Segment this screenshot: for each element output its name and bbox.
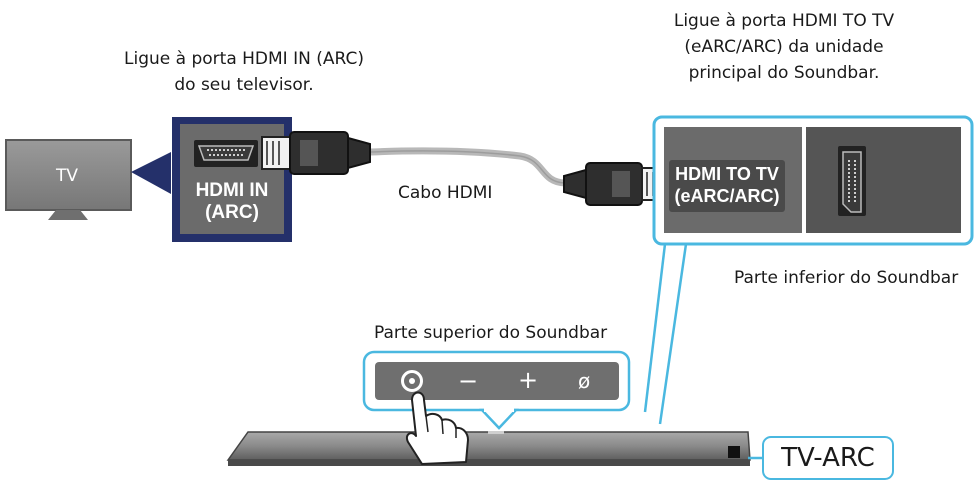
leader-line-bottom [643, 243, 667, 413]
tv-label: TV [56, 166, 79, 186]
volume-up-button[interactable]: + [518, 366, 539, 394]
soundbar-port-label-line2: (eARC/ARC) [674, 186, 780, 206]
power-button[interactable] [401, 370, 423, 392]
tv-port-label-line2: (ARC) [205, 202, 259, 223]
top-of-soundbar-caption: Parte superior do Soundbar [374, 323, 608, 343]
soundbar-port-label: HDMI TO TV (eARC/ARC) [669, 163, 785, 207]
tv-port-label-line1: HDMI IN [195, 180, 269, 201]
hdmi-plug-right [563, 162, 665, 206]
tv-instruction-line1: Ligue à porta HDMI IN (ARC) [124, 49, 364, 69]
soundbar-instruction-line2: (eARC/ARC) da unidade [684, 37, 884, 57]
tv-arc-badge: TV-ARC [762, 436, 894, 480]
tv-arc-label: TV-ARC [781, 443, 875, 473]
tv-device [5, 139, 132, 220]
soundbar-instruction: Ligue à porta HDMI TO TV (eARC/ARC) da u… [656, 8, 912, 86]
soundbar-instruction-line3: principal do Soundbar. [688, 63, 880, 83]
tv-instruction-line2: do seu televisor. [174, 75, 314, 95]
mute-button[interactable]: ø [578, 369, 591, 393]
tv-port-panel [172, 117, 292, 242]
hdmi-cable [369, 147, 566, 187]
power-icon [409, 378, 415, 384]
hand-pressing-icon [406, 391, 469, 465]
tv-port-label: HDMI IN (ARC) [180, 180, 284, 224]
tv-callout-pointer [131, 152, 171, 194]
soundbar-body [226, 431, 751, 466]
tv-instruction: Ligue à porta HDMI IN (ARC) do seu telev… [104, 46, 384, 98]
soundbar-top-panel [362, 350, 631, 430]
soundbar-port-label-line1: HDMI TO TV [675, 164, 779, 184]
hdmi-plug-left [261, 131, 371, 175]
soundbar-bottom-panel [652, 115, 974, 246]
volume-down-button[interactable]: − [458, 367, 479, 395]
cable-caption: Cabo HDMI [398, 183, 493, 203]
soundbar-instruction-line1: Ligue à porta HDMI TO TV [673, 11, 895, 31]
bottom-of-soundbar-caption: Parte inferior do Soundbar [734, 268, 959, 288]
